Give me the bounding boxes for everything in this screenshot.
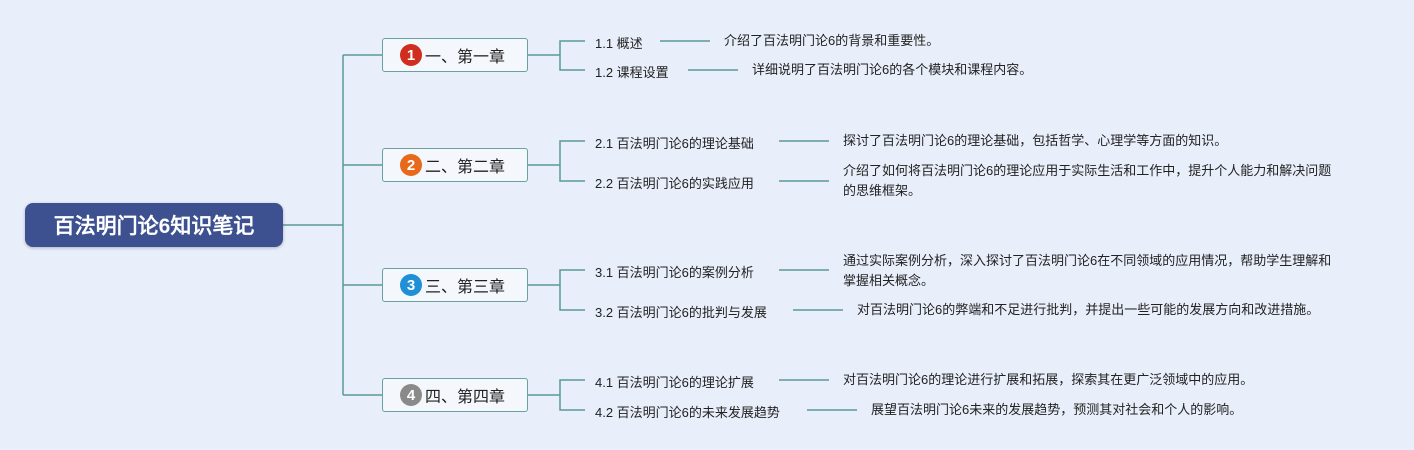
- topic-3-2[interactable]: 3.2 百法明门论6的批判与发展: [595, 305, 767, 320]
- chapter-node-4[interactable]: 4 四、第四章: [382, 378, 528, 412]
- root-node[interactable]: 百法明门论6知识笔记: [25, 203, 283, 247]
- number-2-badge-icon: 2: [400, 154, 422, 176]
- topic-3-1[interactable]: 3.1 百法明门论6的案例分析: [595, 265, 754, 280]
- description-1-1: 介绍了百法明门论6的背景和重要性。: [724, 33, 940, 48]
- topic-2-1[interactable]: 2.1 百法明门论6的理论基础: [595, 136, 754, 151]
- description-4-1: 对百法明门论6的理论进行扩展和拓展，探索其在更广泛领域中的应用。: [843, 372, 1254, 387]
- description-3-1: 通过实际案例分析，深入探讨了百法明门论6在不同领域的应用情况，帮助学生理解和掌握…: [843, 253, 1332, 288]
- topic-1-1[interactable]: 1.1 概述: [595, 36, 643, 51]
- description-2-1: 探讨了百法明门论6的理论基础，包括哲学、心理学等方面的知识。: [843, 133, 1228, 148]
- description-4-2: 展望百法明门论6未来的发展趋势，预测其对社会和个人的影响。: [871, 402, 1243, 417]
- chapter-label: 三、第三章: [425, 279, 506, 296]
- root-title: 百法明门论6知识笔记: [53, 215, 255, 238]
- topic-2-2[interactable]: 2.2 百法明门论6的实践应用: [595, 176, 754, 191]
- topic-4-1[interactable]: 4.1 百法明门论6的理论扩展: [595, 375, 754, 390]
- chapter-node-2[interactable]: 2 二、第二章: [382, 148, 528, 182]
- description-1-2: 详细说明了百法明门论6的各个模块和课程内容。: [752, 62, 1033, 77]
- chapter-label: 一、第一章: [425, 49, 506, 66]
- topic-4-2[interactable]: 4.2 百法明门论6的未来发展趋势: [595, 405, 780, 420]
- topic-1-2[interactable]: 1.2 课程设置: [595, 65, 669, 80]
- chapter-node-3[interactable]: 3 三、第三章: [382, 268, 528, 302]
- number-1-badge-icon: 1: [400, 44, 422, 66]
- chapter-label: 二、第二章: [425, 159, 506, 176]
- chapter-node-1[interactable]: 1 一、第一章: [382, 38, 528, 72]
- chapter-label: 四、第四章: [425, 389, 506, 406]
- number-4-badge-icon: 4: [400, 384, 422, 406]
- description-3-2: 对百法明门论6的弊端和不足进行批判，并提出一些可能的发展方向和改进措施。: [857, 302, 1320, 317]
- number-3-badge-icon: 3: [400, 274, 422, 296]
- description-2-2: 介绍了如何将百法明门论6的理论应用于实际生活和工作中，提升个人能力和解决问题的思…: [843, 163, 1332, 198]
